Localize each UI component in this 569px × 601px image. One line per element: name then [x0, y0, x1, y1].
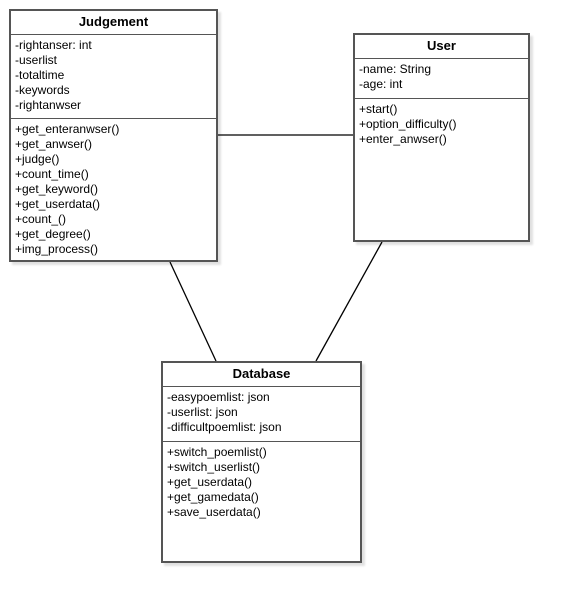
method: +enter_anwser() — [359, 132, 447, 146]
attribute: -easypoemlist: json — [167, 390, 270, 404]
association-judgement-database — [169, 261, 217, 362]
class-database-name: Database — [163, 363, 360, 387]
method: +get_degree() — [15, 227, 91, 241]
class-database-methods: +switch_poemlist() +switch_userlist() +g… — [163, 442, 360, 520]
class-judgement[interactable]: Judgement -rightanser: int -userlist -to… — [9, 9, 218, 262]
class-user[interactable]: User -name: String -age: int +start() +o… — [353, 33, 530, 242]
method: +start() — [359, 102, 398, 116]
method: +get_keyword() — [15, 182, 99, 196]
attribute: -age: int — [359, 77, 403, 91]
attribute: -name: String — [359, 62, 432, 76]
class-database[interactable]: Database -easypoemlist: json -userlist: … — [161, 361, 362, 563]
attribute: -rightanser: int — [15, 38, 92, 52]
method: +option_difficulty() — [359, 117, 457, 131]
method: +img_process() — [15, 242, 99, 256]
attribute: -difficultpoemlist: json — [167, 420, 282, 434]
method: +switch_userlist() — [167, 460, 261, 474]
class-judgement-attributes: -rightanser: int -userlist -totaltime -k… — [11, 35, 216, 119]
method: +get_enteranwser() — [15, 122, 120, 136]
class-user-name: User — [355, 35, 528, 59]
class-user-attributes: -name: String -age: int — [355, 59, 528, 99]
method: +get_anwser() — [15, 137, 93, 151]
method: +get_userdata() — [167, 475, 253, 489]
attribute: -rightanwser — [15, 98, 82, 112]
attribute: -userlist — [15, 53, 58, 67]
method: +save_userdata() — [167, 505, 261, 519]
method: +count_() — [15, 212, 67, 226]
class-database-attributes: -easypoemlist: json -userlist: json -dif… — [163, 387, 360, 442]
method: +get_userdata() — [15, 197, 101, 211]
attribute: -keywords — [15, 83, 70, 97]
class-judgement-methods: +get_enteranwser() +get_anwser() +judge(… — [11, 119, 216, 257]
attribute: -totaltime — [15, 68, 65, 82]
association-user-database — [315, 241, 383, 362]
method: +count_time() — [15, 167, 89, 181]
method: +get_gamedata() — [167, 490, 259, 504]
class-user-methods: +start() +option_difficulty() +enter_anw… — [355, 99, 528, 147]
class-judgement-name: Judgement — [11, 11, 216, 35]
method: +switch_poemlist() — [167, 445, 267, 459]
attribute: -userlist: json — [167, 405, 238, 419]
method: +judge() — [15, 152, 60, 166]
